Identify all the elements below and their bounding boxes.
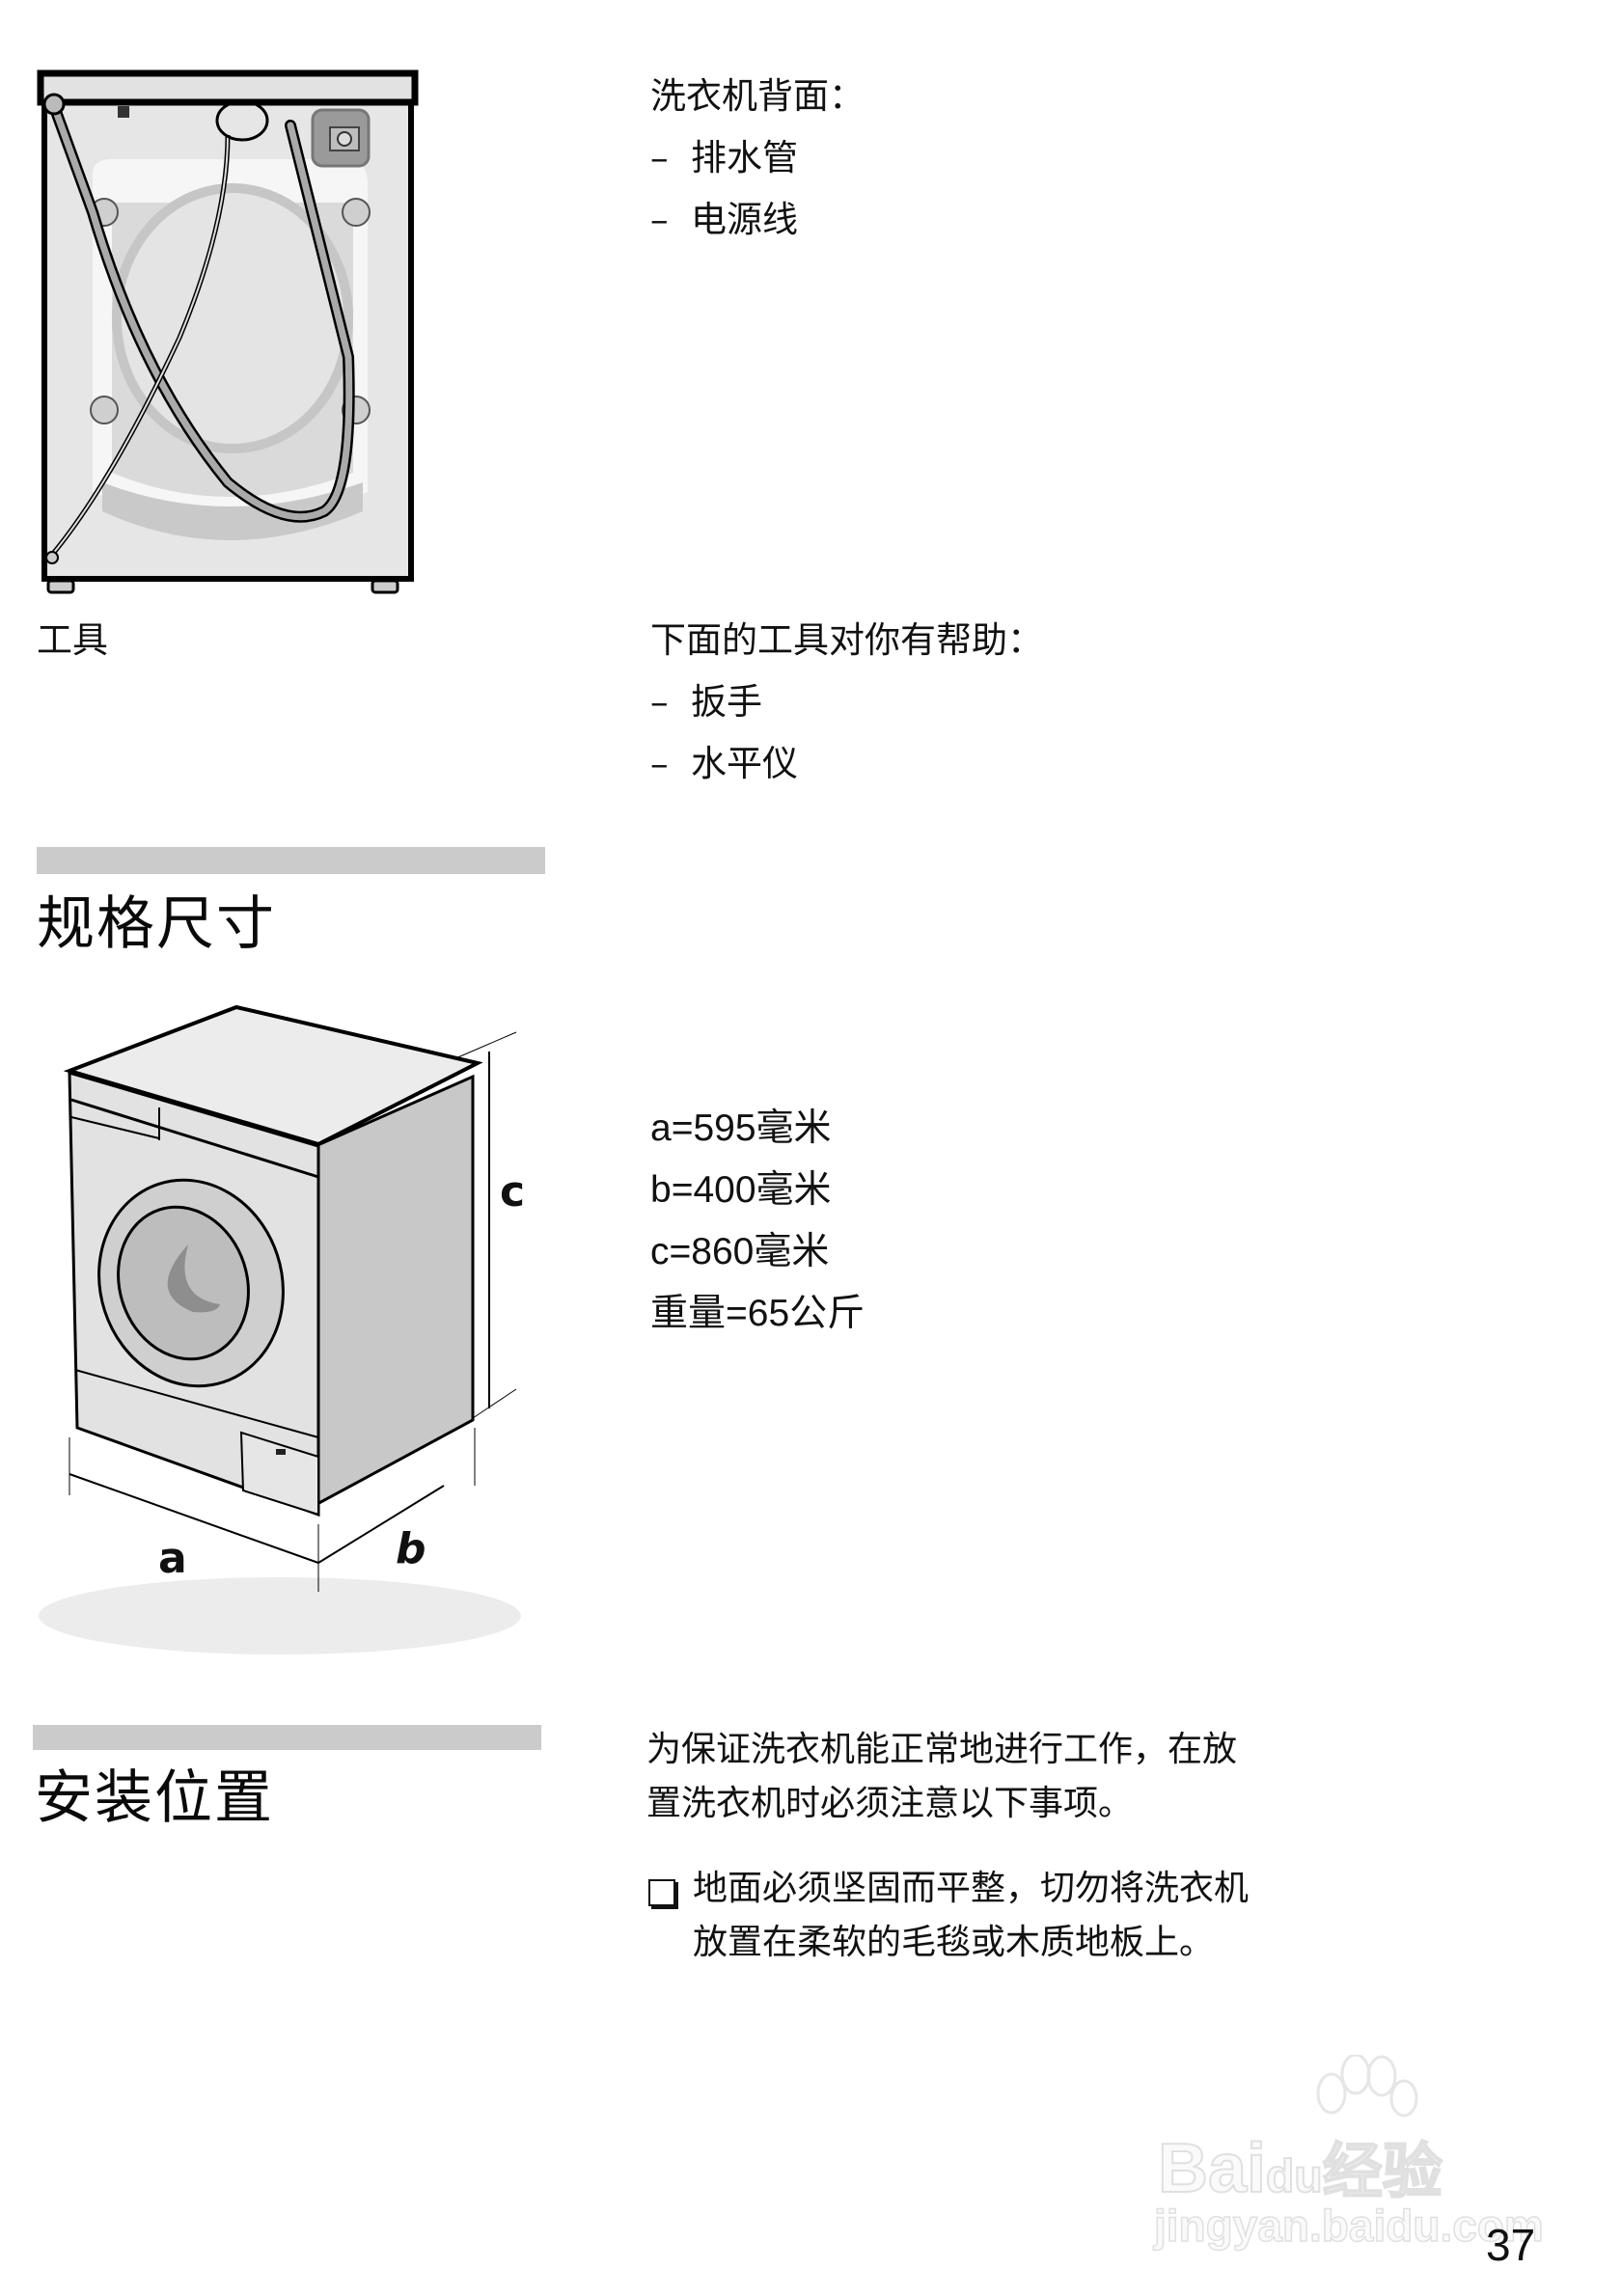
dimension-label-c: c — [500, 1167, 526, 1216]
item-level: 水平仪 — [691, 743, 798, 784]
checkbox-icon — [648, 1879, 675, 1906]
intro-line: 置洗衣机时必须注意以下事项。 — [646, 1784, 1134, 1823]
dimension-label-a: a — [158, 1534, 187, 1583]
dash-marker: – — [650, 137, 669, 178]
installation-bullet: 地面必须坚固而平整，切勿将洗衣机 放置在柔软的毛毯或木质地板上。 — [645, 1862, 1249, 1970]
item-drain-hose: 排水管 — [691, 137, 798, 178]
specs-values: a=595毫米 b=400毫米 c=860毫米 重量=65公斤 — [650, 1098, 865, 1345]
watermark-url: jingyan.baidu.com — [1153, 2200, 1544, 2252]
dimension-label-b: b — [396, 1524, 426, 1573]
spec-weight: 重量=65公斤 — [650, 1293, 865, 1334]
item-power-cord: 电源线 — [691, 199, 798, 240]
dash-marker: – — [650, 681, 669, 723]
installation-heading: 安装位置 — [35, 1764, 274, 1832]
bullet-line: 放置在柔软的毛毯或木质地板上。 — [693, 1923, 1215, 1962]
page-number: 37 — [1486, 2220, 1536, 2270]
baidu-watermark: Baidu经验 jingyan.baidu.com — [1148, 2055, 1545, 2252]
installation-intro: 为保证洗衣机能正常地进行工作，在放 置洗衣机时必须注意以下事项。 — [646, 1723, 1237, 1831]
tools-label: 工具 — [37, 619, 108, 661]
back-view-caption: 洗衣机背面： — [650, 75, 865, 117]
intro-line: 为保证洗衣机能正常地进行工作，在放 — [646, 1730, 1238, 1769]
back-view-caption-block: 洗衣机背面： – 排水管 – 电源线 — [650, 66, 865, 251]
section-divider-bar — [37, 847, 545, 874]
bullet-line: 地面必须坚固而平整，切勿将洗衣机 — [693, 1869, 1250, 1908]
list-item: – 扳手 — [650, 671, 1043, 733]
washer-dimensions-illustration: a b c — [29, 1003, 550, 1679]
list-item: – 排水管 — [650, 127, 865, 189]
washer-back-illustration — [35, 68, 421, 608]
paw-icon — [1316, 2055, 1418, 2118]
item-wrench: 扳手 — [691, 681, 762, 723]
spec-height: c=860毫米 — [650, 1231, 830, 1272]
tools-block: 下面的工具对你有帮助： – 扳手 – 水平仪 — [650, 610, 1043, 795]
section-divider-bar — [33, 1725, 541, 1750]
dash-marker: – — [650, 743, 669, 784]
list-item: – 水平仪 — [650, 733, 1043, 795]
spec-depth: b=400毫米 — [650, 1169, 832, 1211]
spec-width: a=595毫米 — [650, 1107, 832, 1149]
list-item: – 电源线 — [650, 189, 865, 251]
dash-marker: – — [650, 199, 669, 240]
tools-intro: 下面的工具对你有帮助： — [650, 619, 1043, 661]
watermark-brand: Baidu经验 — [1157, 2129, 1443, 2208]
specs-heading: 规格尺寸 — [37, 890, 276, 958]
